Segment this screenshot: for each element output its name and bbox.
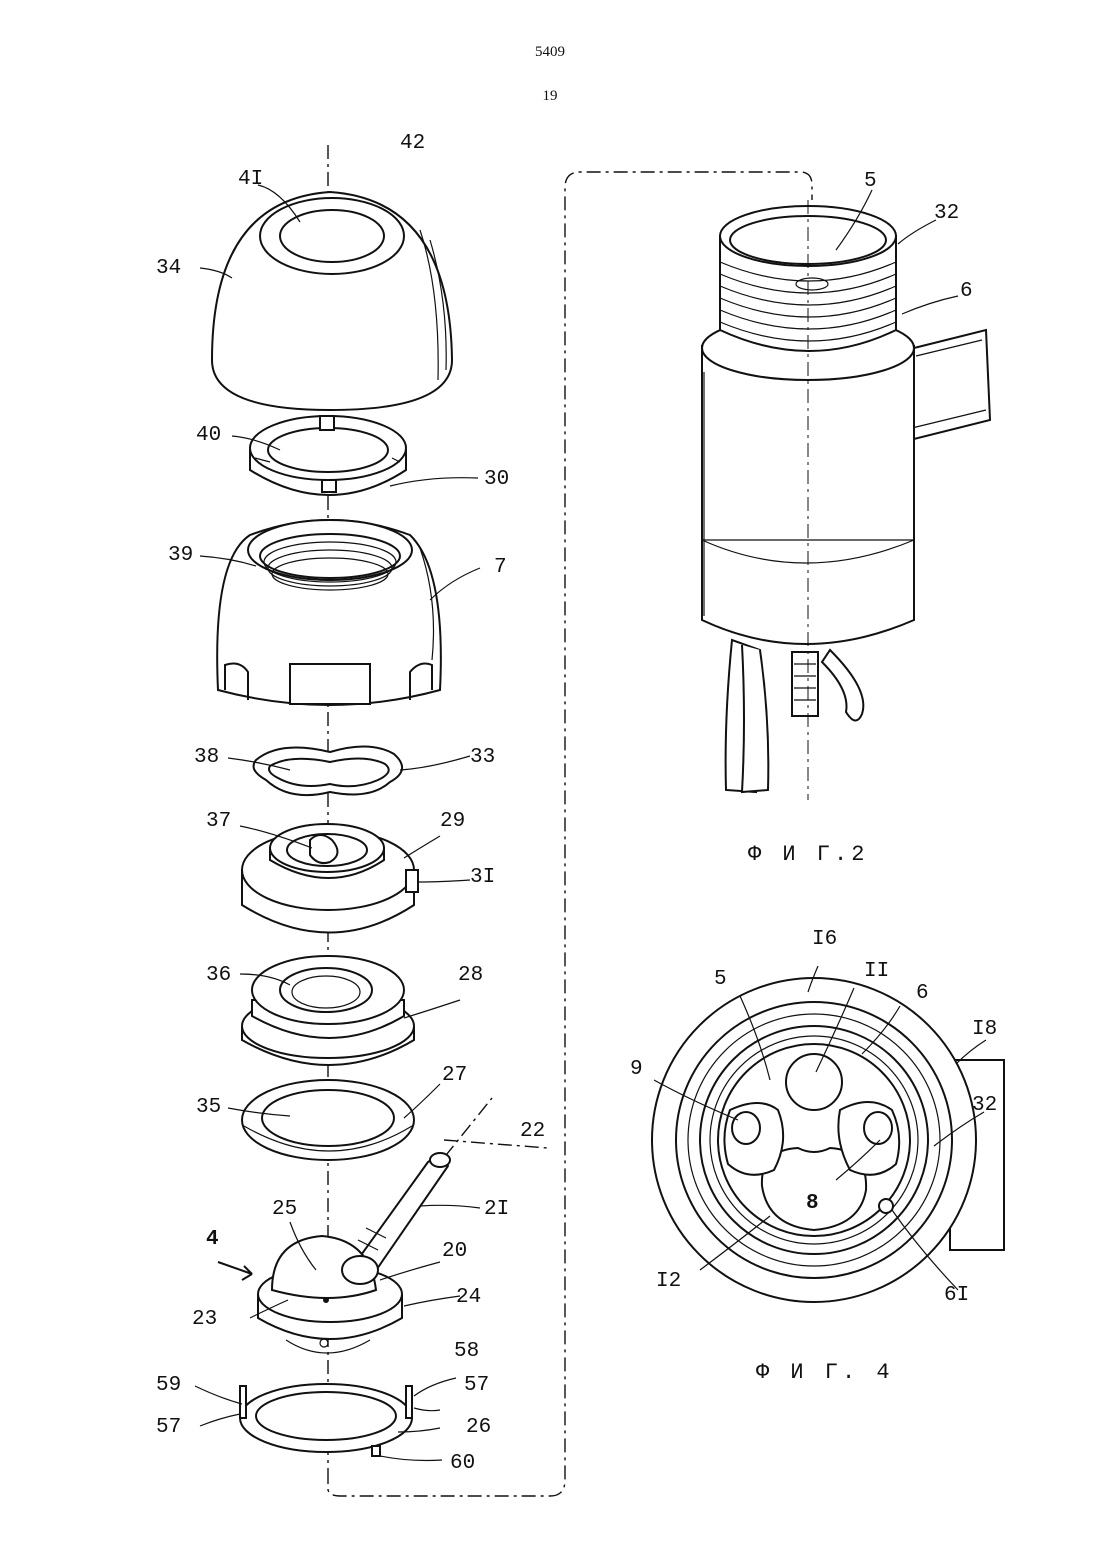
fig4-label-32: 32 (972, 1094, 997, 1117)
label-42: 42 (400, 132, 425, 155)
label-35: 35 (196, 1096, 221, 1119)
fig4-label-11: II (864, 960, 889, 983)
label-37: 37 (206, 810, 231, 833)
part-28-stepped-ring (242, 956, 414, 1065)
figure-4-top-view: I6 5 II 6 I8 9 32 8 I2 6I Ф И Г. 4 (630, 928, 1004, 1385)
label-23: 23 (192, 1308, 217, 1331)
fig4-label-16: I6 (812, 928, 837, 951)
fig4-label-6: 6 (916, 982, 929, 1005)
part-30-notched-ring (250, 416, 406, 495)
fig4-label-61: 6I (944, 1284, 969, 1307)
fig4-label-5: 5 (714, 968, 727, 991)
fig4-label-18: I8 (972, 1018, 997, 1041)
label-21: 2I (484, 1198, 509, 1221)
fig4-label-9: 9 (630, 1058, 643, 1081)
label-34: 34 (156, 257, 181, 280)
part-34-dome-cap (212, 192, 452, 410)
fig2-caption: Ф И Г.2 (748, 842, 868, 867)
label-26: 26 (466, 1416, 491, 1439)
fig4-label-8: 8 (806, 1192, 819, 1215)
fig2-label-6: 6 (960, 280, 973, 303)
arrow-4 (218, 1262, 252, 1280)
label-20: 20 (442, 1240, 467, 1263)
label-41: 4I (238, 168, 263, 191)
label-60: 60 (450, 1452, 475, 1475)
label-40: 40 (196, 424, 221, 447)
label-24: 24 (456, 1286, 481, 1309)
label-22: 22 (520, 1120, 545, 1143)
label-28: 28 (458, 964, 483, 987)
fig2-label-5: 5 (864, 170, 877, 193)
label-57-left: 57 (156, 1416, 181, 1439)
label-38: 38 (194, 746, 219, 769)
fig4-caption: Ф И Г. 4 (756, 1360, 894, 1385)
fig4-label-12: I2 (656, 1270, 681, 1293)
label-30: 30 (484, 468, 509, 491)
label-7: 7 (494, 556, 507, 579)
part-27-flat-ring (242, 1080, 414, 1160)
part-33-wavy-gasket (254, 746, 403, 795)
label-27: 27 (442, 1064, 467, 1087)
label-25: 25 (272, 1198, 297, 1221)
figure-2-valve-body: 5 32 6 Ф И Г.2 (702, 170, 990, 867)
part-26-clip-ring (240, 1384, 412, 1456)
label-57-right: 57 (464, 1374, 489, 1397)
label-4: 4 (206, 1228, 219, 1251)
label-33: 33 (470, 746, 495, 769)
part-29-port-disc (242, 824, 418, 933)
label-59: 59 (156, 1374, 181, 1397)
label-29: 29 (440, 810, 465, 833)
part-7-threaded-nut (217, 520, 441, 705)
label-58: 58 (454, 1340, 479, 1363)
label-31: 3I (470, 866, 495, 889)
label-39: 39 (168, 544, 193, 567)
label-36: 36 (206, 964, 231, 987)
fig2-label-32: 32 (934, 202, 959, 225)
